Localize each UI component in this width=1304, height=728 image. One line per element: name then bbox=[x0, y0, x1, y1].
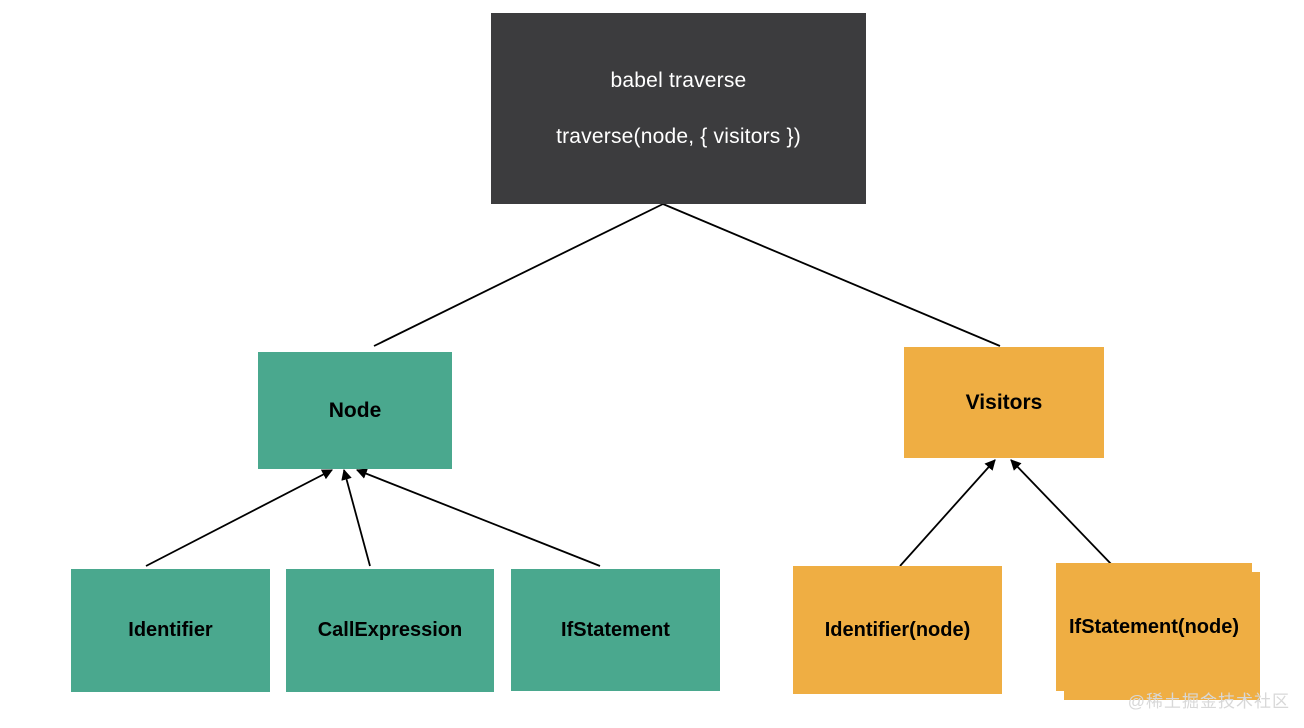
root-title: babel traverse bbox=[610, 69, 747, 93]
leaf-if-statement[interactable]: IfStatement bbox=[511, 569, 720, 691]
leaf-identifier[interactable]: Identifier bbox=[71, 569, 270, 692]
leaf-if-statement-label: IfStatement bbox=[561, 618, 670, 641]
branch-visitors[interactable]: Visitors bbox=[904, 347, 1104, 458]
leaf-identifier-node-label: Identifier(node) bbox=[824, 618, 971, 641]
branch-visitors-label: Visitors bbox=[965, 390, 1043, 414]
edge-root-to-node bbox=[373, 203, 664, 347]
edge-identifier-to-node bbox=[145, 469, 333, 567]
edge-ifstatement-node-to-visitors bbox=[1010, 459, 1114, 567]
branch-node[interactable]: Node bbox=[258, 352, 452, 469]
leaf-identifier-node[interactable]: Identifier(node) bbox=[793, 566, 1002, 694]
edge-ifstatement-to-node bbox=[355, 468, 601, 567]
root-node-babel-traverse[interactable]: babel traverse traverse(node, { visitors… bbox=[491, 13, 866, 204]
leaf-if-statement-node[interactable]: IfStatement(node) bbox=[1056, 563, 1252, 691]
leaf-identifier-label: Identifier bbox=[128, 619, 213, 641]
edge-callexpression-to-node bbox=[341, 468, 371, 567]
root-signature: traverse(node, { visitors }) bbox=[556, 124, 801, 148]
leaf-call-expression[interactable]: CallExpression bbox=[286, 569, 494, 692]
branch-node-label: Node bbox=[328, 398, 382, 422]
leaf-call-expression-label: CallExpression bbox=[317, 619, 463, 641]
leaf-if-statement-node-label: IfStatement(node) bbox=[1069, 615, 1239, 638]
edge-root-to-visitors bbox=[662, 203, 1001, 347]
watermark: @稀土掘金技术社区 bbox=[1127, 692, 1290, 711]
edge-identifier-node-to-visitors bbox=[899, 459, 996, 567]
